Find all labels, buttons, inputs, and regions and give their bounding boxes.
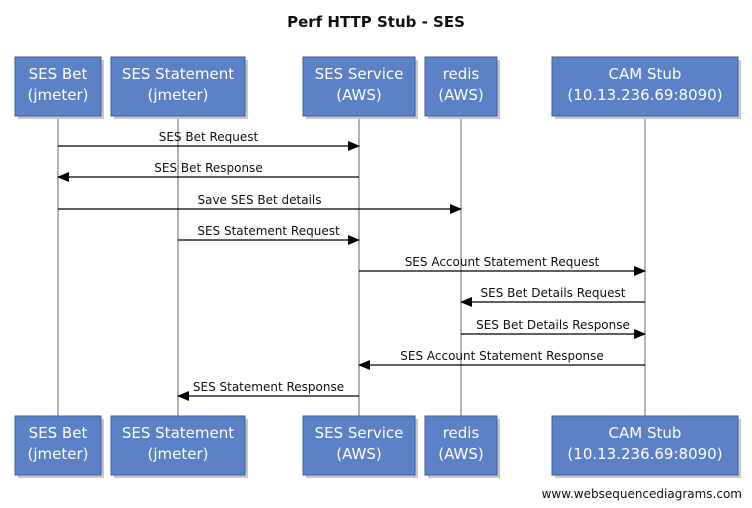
message-label: SES Statement Request (197, 224, 340, 238)
participant-ses-service-bottom: SES Service (AWS) (302, 415, 418, 478)
message-7: SES Bet Details Response (461, 318, 646, 339)
participant-box (110, 415, 246, 476)
participant-redis-bottom: redis (AWS) (424, 415, 500, 478)
message-label: SES Bet Details Request (481, 286, 626, 300)
participant-name: SES Bet (29, 424, 88, 442)
participant-ses-statement-bottom: SES Statement (jmeter) (110, 415, 248, 478)
message-4: SES Statement Request (178, 224, 360, 245)
participant-box (551, 56, 739, 117)
message-label: SES Bet Details Response (476, 318, 630, 332)
participant-cam-stub-bottom: CAM Stub (10.13.236.69:8090) (551, 415, 741, 478)
participant-box (302, 56, 416, 117)
participant-subtitle: (AWS) (336, 86, 382, 104)
message-8: SES Account Statement Response (358, 349, 645, 370)
participant-name: SES Service (315, 65, 404, 83)
participant-subtitle: (jmeter) (28, 86, 89, 104)
participant-boxes-top: SES Bet(jmeter)SES Statement(jmeter)SES … (14, 56, 741, 119)
participant-name: SES Statement (122, 424, 234, 442)
message-3: Save SES Bet details (58, 193, 462, 214)
watermark: www.websequencediagrams.com (542, 487, 742, 501)
participant-subtitle: (10.13.236.69:8090) (567, 86, 722, 104)
participant-name: SES Bet (29, 65, 88, 83)
participant-subtitle: (AWS) (438, 445, 484, 463)
participant-box (424, 415, 498, 476)
participant-subtitle: (jmeter) (148, 86, 209, 104)
participant-name: SES Service (315, 424, 404, 442)
participant-subtitle: (AWS) (336, 445, 382, 463)
message-label: SES Account Statement Response (400, 349, 604, 363)
participant-redis-top: redis (AWS) (424, 56, 500, 119)
participant-ses-bet-top: SES Bet (jmeter) (14, 56, 104, 119)
participant-subtitle: (10.13.236.69:8090) (567, 445, 722, 463)
participant-boxes-bottom: SES Bet(jmeter)SES Statement(jmeter)SES … (14, 415, 741, 478)
participant-ses-service-top: SES Service (AWS) (302, 56, 418, 119)
participant-name: CAM Stub (609, 65, 682, 83)
participant-box (302, 415, 416, 476)
participant-name: SES Statement (122, 65, 234, 83)
participant-box (424, 56, 498, 117)
message-6: SES Bet Details Request (460, 286, 645, 307)
participant-subtitle: (jmeter) (148, 445, 209, 463)
participant-box (14, 56, 102, 117)
participant-name: redis (443, 424, 480, 442)
participant-name: redis (443, 65, 480, 83)
message-9: SES Statement Response (177, 380, 359, 401)
participant-cam-stub-top: CAM Stub (10.13.236.69:8090) (551, 56, 741, 119)
participant-subtitle: (jmeter) (28, 445, 89, 463)
message-2: SES Bet Response (57, 161, 359, 182)
participant-subtitle: (AWS) (438, 86, 484, 104)
message-5: SES Account Statement Request (359, 255, 646, 276)
diagram-title: Perf HTTP Stub - SES (287, 13, 465, 31)
message-label: SES Account Statement Request (405, 255, 600, 269)
message-label: SES Bet Request (159, 130, 259, 144)
message-1: SES Bet Request (58, 130, 360, 151)
participant-ses-bet-bottom: SES Bet (jmeter) (14, 415, 104, 478)
participant-box (551, 415, 739, 476)
message-label: SES Statement Response (193, 380, 344, 394)
participant-box (110, 56, 246, 117)
message-label: Save SES Bet details (197, 193, 321, 207)
participant-ses-statement-top: SES Statement (jmeter) (110, 56, 248, 119)
participant-name: CAM Stub (609, 424, 682, 442)
participant-box (14, 415, 102, 476)
message-label: SES Bet Response (154, 161, 262, 175)
